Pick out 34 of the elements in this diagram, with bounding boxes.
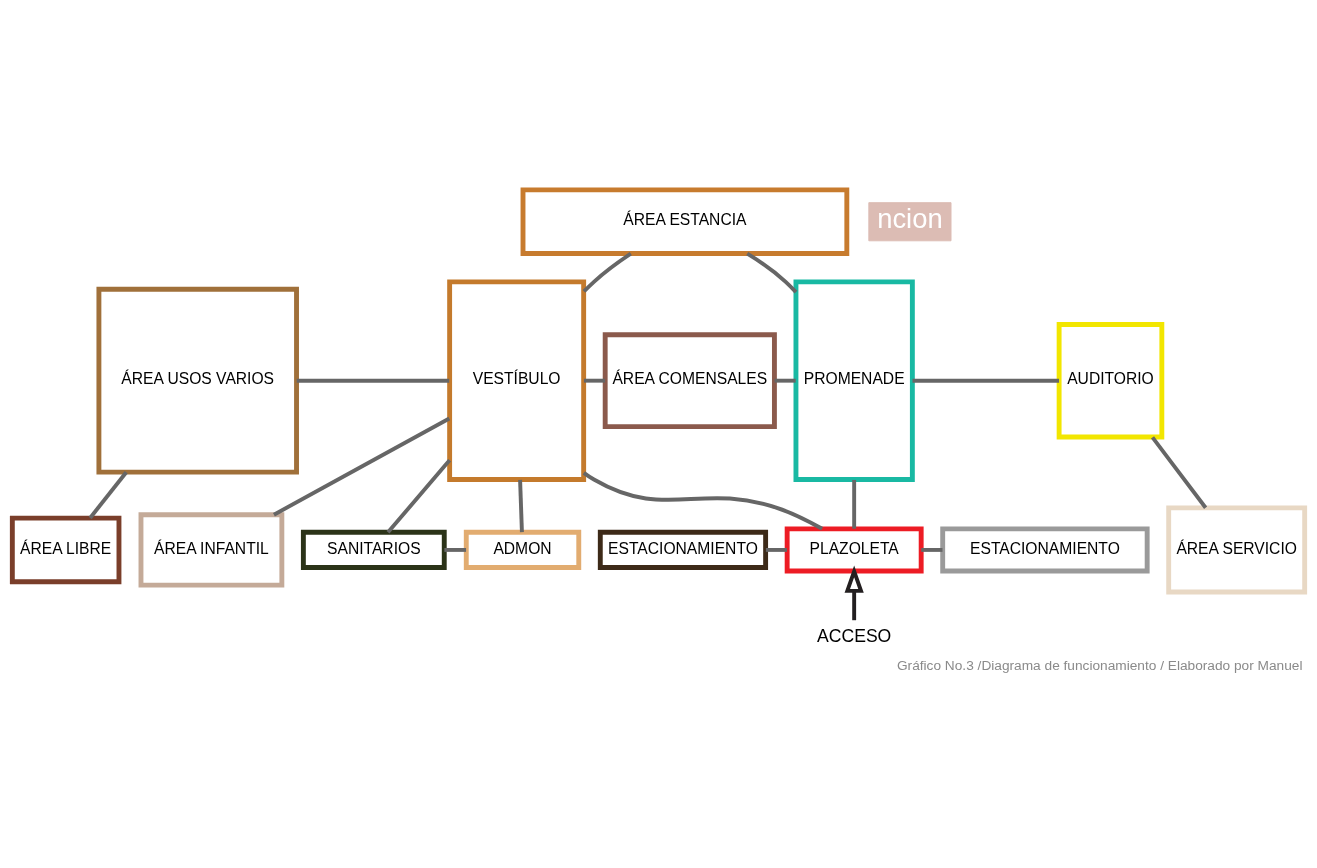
node-box: VESTÍBULO <box>447 279 587 482</box>
connector <box>746 252 798 294</box>
node-box: ncion <box>868 202 952 242</box>
node-box: SANITARIOS <box>300 529 447 570</box>
node-box: ESTACIONAMIENTO <box>597 529 769 570</box>
connector <box>582 252 632 293</box>
node-box: ÁREA ESTANCIA <box>520 187 850 256</box>
node-box: ÁREA COMENSALES <box>602 332 777 430</box>
arrow <box>844 565 864 621</box>
connector <box>386 458 452 534</box>
connector <box>296 378 450 383</box>
node-box: ÁREA INFANTIL <box>138 512 285 588</box>
connector <box>518 479 524 533</box>
node-box: ÁREA SERVICIO <box>1166 505 1308 595</box>
node-box: AUDITORIO <box>1056 322 1165 440</box>
connector <box>273 416 451 517</box>
caption: Gráfico No.3 /Diagrama de funcionamiento / Elaborado por Manuel <box>896 658 1303 674</box>
connector <box>583 378 606 383</box>
connector <box>774 378 796 383</box>
connector <box>444 547 467 552</box>
connector <box>1150 436 1208 509</box>
node-box: ÁREA LIBRE <box>9 515 122 585</box>
node-box: ADMON <box>463 529 582 570</box>
connector <box>765 547 787 552</box>
connector <box>88 470 128 520</box>
node-text: ACCESO <box>817 626 892 647</box>
node-box: ÁREA USOS VARIOS <box>96 286 299 475</box>
node-box: PLAZOLETA <box>784 526 924 574</box>
connector <box>582 471 824 531</box>
connector <box>852 479 857 529</box>
node-box: PROMENADE <box>793 279 915 482</box>
connector <box>921 547 943 552</box>
connector <box>912 378 1060 383</box>
node-box: ESTACIONAMIENTO <box>940 526 1150 574</box>
